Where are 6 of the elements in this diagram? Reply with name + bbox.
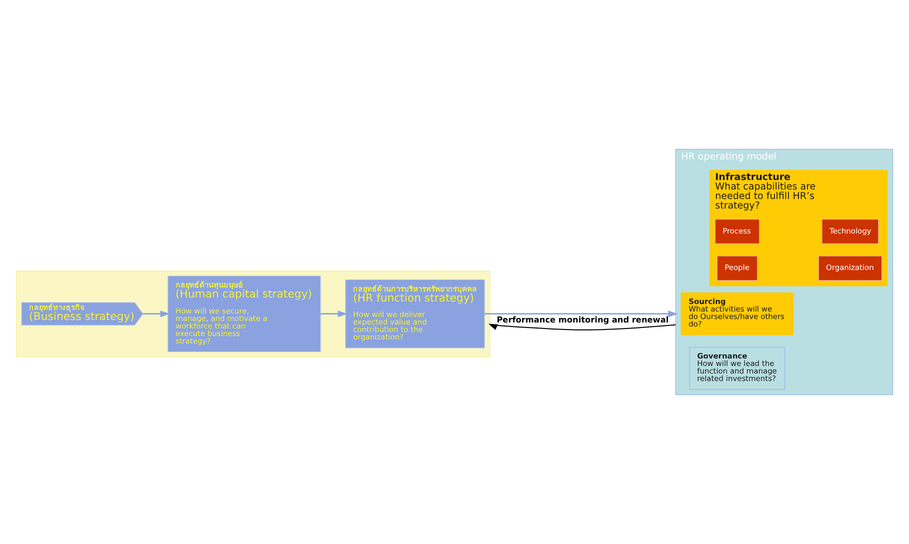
edge-label: Performance monitoring and renewal [496, 314, 669, 324]
arrow [488, 324, 676, 330]
arrow [320, 310, 348, 318]
cluster [16, 270, 490, 358]
arrow [142, 310, 170, 318]
arrow [484, 310, 678, 318]
